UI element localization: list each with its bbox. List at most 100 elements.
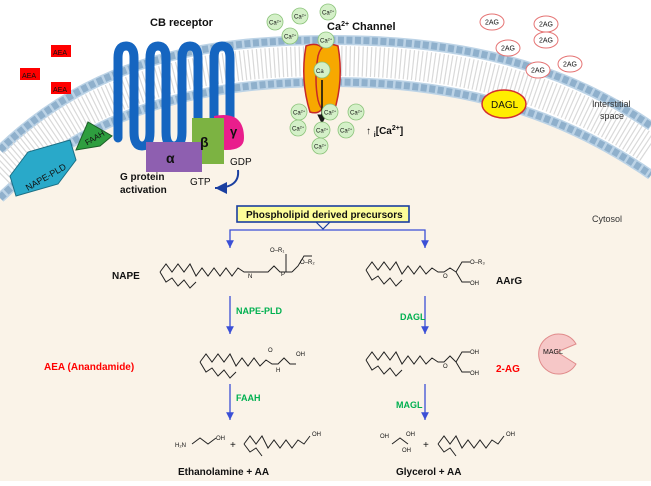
- ca-rise-label: ↑ i[Ca2+]: [366, 125, 403, 139]
- interstitial-label-2: space: [600, 111, 624, 121]
- aa-left-oh: OH: [312, 432, 321, 438]
- ca-ion-inside-4: Ca2+: [289, 119, 307, 137]
- svg-text:MAGL: MAGL: [543, 349, 563, 356]
- aa-right-oh: OH: [506, 432, 515, 438]
- ca-ion-inside-1: Ca2+: [290, 103, 308, 121]
- aarg-structure: [365, 261, 470, 287]
- nape-nitrogen: N: [248, 274, 252, 280]
- two-ag-label: 2-AG: [496, 364, 520, 375]
- aea-o: O: [268, 348, 273, 354]
- channel-ca-ion: Ca: [316, 69, 324, 75]
- magl-step-label: MAGL: [396, 400, 423, 410]
- aarg-oh: OH: [470, 281, 479, 287]
- ca-ion-outside-2: Ca2+: [291, 7, 309, 25]
- svg-text:Ca2+: Ca2+: [292, 125, 305, 133]
- ethanolamine-amine: H₂N: [175, 443, 186, 449]
- ca-ions-inside: Ca2+Ca2+Ca2+Ca2+Ca2+Ca2+Ca2+: [289, 103, 365, 155]
- svg-text:2AG: 2AG: [539, 38, 553, 45]
- two-ag-o: O: [443, 364, 448, 370]
- svg-text:2AG: 2AG: [563, 62, 577, 69]
- svg-text:Ca2+: Ca2+: [284, 33, 297, 41]
- svg-text:Ca2+: Ca2+: [294, 13, 307, 21]
- beta-label: β: [200, 134, 209, 150]
- nape-pld-step-label: NAPE-PLD: [236, 306, 283, 316]
- ca-ion-outside-1: Ca2+: [266, 13, 284, 31]
- aea-box-3: AEA: [53, 87, 67, 94]
- dagl-membrane-enzyme: DAGL: [481, 89, 527, 119]
- extracellular-2ag: 2AG 2AG 2AG 2AG 2AG 2AG: [479, 13, 583, 79]
- two-ag-molecule-6: 2AG: [525, 61, 551, 79]
- two-ag-molecule-5: 2AG: [557, 55, 583, 73]
- svg-text:2AG: 2AG: [539, 22, 553, 29]
- products-right-label: Glycerol + AA: [396, 467, 462, 478]
- branch-arrows: [226, 229, 429, 420]
- gdp-label: GDP: [230, 157, 252, 168]
- svg-text:2AG: 2AG: [531, 68, 545, 75]
- dagl-step-label: DAGL: [400, 312, 426, 322]
- faah-step-label: FAAH: [236, 393, 261, 403]
- ca-ion-inside-6: Ca2+: [337, 121, 355, 139]
- glycerol-oh-2: OH: [406, 432, 415, 438]
- svg-text:Ca2+: Ca2+: [322, 9, 335, 17]
- plus-right: +: [423, 440, 429, 451]
- aea-anandamide-label: AEA (Anandamide): [44, 362, 134, 373]
- svg-text:2AG: 2AG: [501, 46, 515, 53]
- alpha-label: α: [166, 150, 175, 166]
- cb-receptor-label: CB receptor: [150, 17, 214, 29]
- cytosol-label: Cytosol: [592, 214, 622, 224]
- ca-channel-label: Ca2+ Channel: [327, 21, 396, 33]
- cytosol-region: [0, 78, 651, 481]
- faah-enzyme: FAAH: [75, 121, 113, 151]
- svg-text:Ca2+: Ca2+: [269, 19, 282, 27]
- ca-ion-outside-5: Ca2+: [317, 31, 335, 49]
- svg-text:Ca2+: Ca2+: [340, 127, 353, 135]
- two-ag-molecule-2: 2AG: [533, 15, 559, 33]
- svg-text:Ca2+: Ca2+: [320, 37, 333, 45]
- glycerol-oh-3: OH: [402, 448, 411, 454]
- svg-text:Ca2+: Ca2+: [316, 127, 329, 135]
- ca-ion-outside-4: Ca2+: [281, 27, 299, 45]
- svg-text:Ca2+: Ca2+: [293, 109, 306, 117]
- g-protein: α β γ GDP GTP G protein activation: [120, 114, 252, 196]
- aarg-o: O: [443, 274, 448, 280]
- glycerol-oh-1: OH: [380, 434, 389, 440]
- ethanolamine-oh: OH: [216, 436, 225, 442]
- two-ag-oh-1: OH: [470, 350, 479, 356]
- two-ag-molecule-1: 2AG: [479, 13, 505, 31]
- two-ag-molecule-4: 2AG: [533, 31, 559, 49]
- svg-text:Ca2+: Ca2+: [350, 109, 363, 117]
- products-left-label: Ethanolamine + AA: [178, 467, 269, 478]
- gtp-label: GTP: [190, 177, 211, 188]
- alpha-subunit: [146, 142, 202, 172]
- nape-r1: O–R₁: [270, 248, 284, 254]
- two-ag-oh-2: OH: [470, 371, 479, 377]
- product-structures: [191, 435, 505, 457]
- interstitial-label-1: Interstitial: [592, 99, 631, 109]
- two-ag-structure: [365, 351, 470, 377]
- aea-box-1: AEA: [53, 50, 67, 57]
- g-protein-label-2: activation: [120, 185, 167, 196]
- svg-text:DAGL: DAGL: [491, 100, 519, 111]
- aea-box-2: AEA: [22, 73, 36, 80]
- g-protein-label-1: G protein: [120, 172, 164, 183]
- extracellular-aea: AEA AEA AEA: [20, 45, 71, 94]
- gamma-label: γ: [230, 124, 238, 139]
- nape-phosphorus: P: [281, 272, 285, 278]
- ca-ion-outside-3: Ca2+: [319, 3, 337, 21]
- nape-label: NAPE: [112, 271, 140, 282]
- precursors-box: Phospholipid derived precursors: [236, 205, 410, 230]
- magl-enzyme: MAGL: [538, 333, 577, 375]
- aea-structure: [199, 353, 296, 379]
- aarg-r3: O–R₃: [470, 260, 485, 266]
- nape-structure: [159, 254, 312, 289]
- ca-ion-inside-5: Ca2+: [313, 121, 331, 139]
- gdp-gtp-exchange-arrow: [214, 169, 240, 194]
- svg-text:2AG: 2AG: [485, 20, 499, 27]
- ca-ions-outside: Ca2+Ca2+Ca2+Ca2+Ca2+: [266, 3, 337, 49]
- ca-ion-inside-7: Ca2+: [311, 137, 329, 155]
- ca-channel: Ca Ca2+ Channel: [303, 21, 396, 124]
- two-ag-molecule-3: 2AG: [495, 39, 521, 57]
- plus-left: +: [230, 440, 236, 451]
